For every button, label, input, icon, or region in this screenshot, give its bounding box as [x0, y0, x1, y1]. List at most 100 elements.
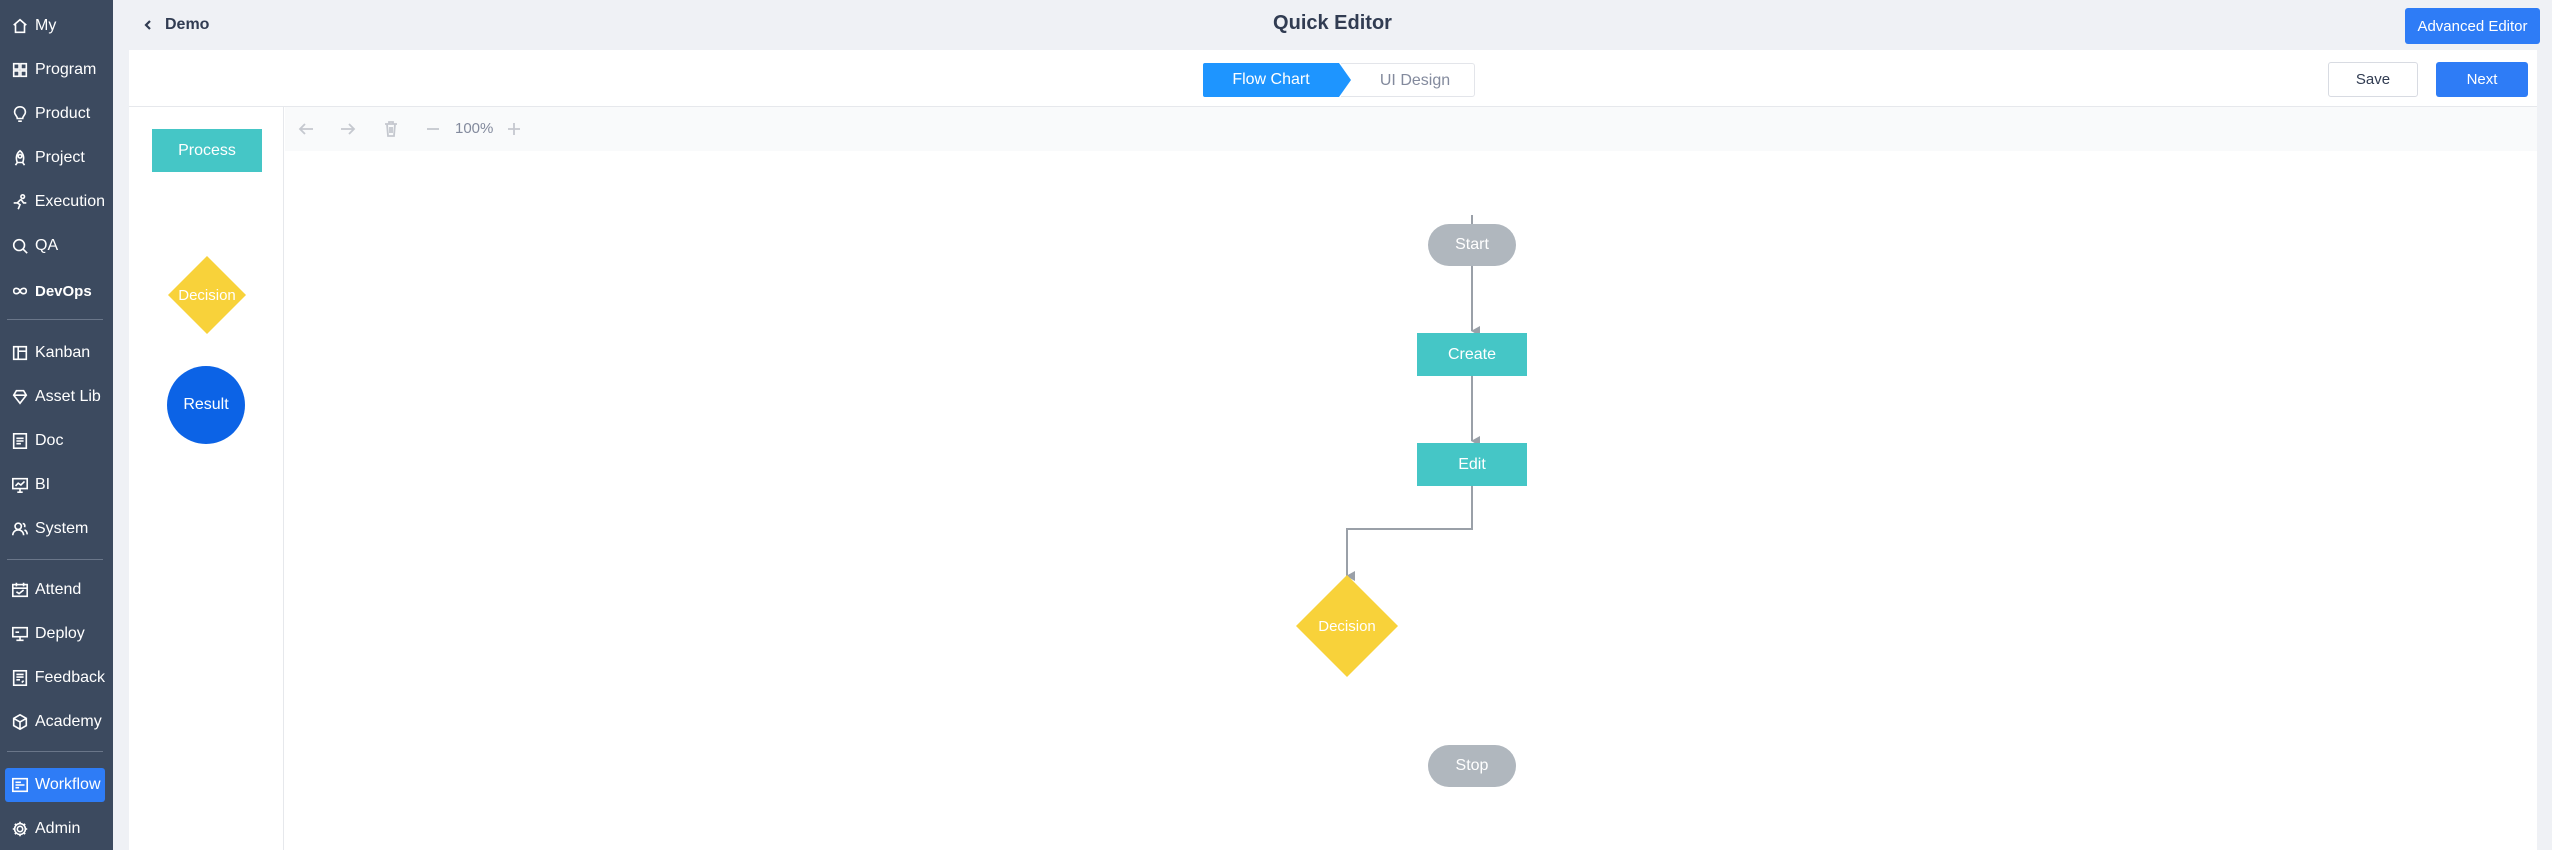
undo-button[interactable] — [295, 118, 317, 140]
sidebar-item-label: Feedback — [34, 669, 105, 686]
step-flow-chart[interactable]: Flow Chart — [1203, 63, 1353, 97]
monitor-icon — [10, 475, 30, 495]
top-header: Demo Quick Editor Advanced Editor — [113, 0, 2552, 50]
sidebar-item-feedback[interactable]: Feedback — [5, 661, 105, 695]
sidebar-item-label: DevOps — [35, 282, 92, 300]
page-title: Quick Editor — [1273, 12, 1392, 34]
plus-icon — [508, 123, 520, 135]
palette-process-shape[interactable]: Process — [152, 129, 262, 172]
sidebar: My Program Product Project Execution QA … — [0, 0, 113, 850]
sidebar-item-label: System — [35, 520, 89, 537]
zoom-in-button[interactable] — [503, 118, 525, 140]
advanced-editor-button[interactable]: Advanced Editor — [2405, 8, 2540, 44]
canvas-toolbar: 100% — [285, 107, 2537, 151]
sidebar-item-project[interactable]: Project — [5, 141, 105, 175]
step-arrow-shape — [1203, 63, 1351, 97]
save-button[interactable]: Save — [2328, 62, 2418, 97]
run-icon — [10, 192, 30, 212]
sidebar-item-kanban[interactable]: Kanban — [5, 336, 105, 370]
sidebar-item-my[interactable]: My — [5, 9, 105, 43]
sidebar-item-label: QA — [35, 237, 59, 254]
calendar-icon — [10, 580, 30, 600]
delete-button[interactable] — [380, 118, 402, 140]
sidebar-item-label: My — [35, 17, 57, 34]
search-icon — [10, 236, 30, 256]
minus-icon — [427, 128, 439, 130]
sidebar-item-label: Asset Lib — [35, 388, 101, 405]
breadcrumb[interactable]: Demo — [165, 16, 210, 33]
sidebar-item-label: Program — [35, 61, 97, 78]
arrow-left-icon — [298, 123, 313, 135]
palette-shape-label: Decision — [178, 286, 236, 304]
sidebar-item-label: Product — [35, 105, 91, 122]
steps-bar: Flow Chart UI Design Save Next — [129, 50, 2537, 107]
next-button[interactable]: Next — [2436, 62, 2528, 97]
sidebar-item-academy[interactable]: Academy — [5, 705, 105, 739]
trash-icon — [385, 121, 397, 137]
home-icon — [10, 16, 30, 36]
decision-diamond — [168, 256, 246, 334]
node-label: Edit — [1458, 455, 1486, 473]
arrow-right-icon — [341, 123, 356, 135]
sidebar-item-label: Kanban — [35, 344, 91, 361]
step-label: UI Design — [1379, 72, 1451, 89]
palette-result-shape[interactable]: Result — [167, 366, 245, 444]
palette-decision-shape[interactable]: Decision — [152, 256, 262, 334]
sidebar-item-label: Admin — [35, 820, 81, 837]
redo-button[interactable] — [337, 118, 359, 140]
sidebar-divider — [7, 319, 103, 320]
kanban-icon — [10, 343, 30, 363]
grid-icon — [10, 60, 30, 80]
connectors-layer — [1296, 215, 1480, 677]
back-button[interactable] — [138, 14, 158, 36]
sidebar-divider — [7, 559, 103, 560]
sidebar-item-label: Execution — [34, 193, 105, 210]
sidebar-item-attend[interactable]: Attend — [5, 573, 105, 607]
sidebar-item-workflow[interactable]: Workflow — [5, 768, 105, 802]
sidebar-item-doc[interactable]: Doc — [5, 424, 105, 458]
sidebar-item-devops[interactable]: DevOps — [5, 274, 105, 308]
zoom-out-button[interactable] — [422, 118, 444, 140]
zoom-level: 100% — [455, 120, 494, 137]
step-label: Flow Chart — [1232, 71, 1310, 88]
node-label: Stop — [1455, 757, 1489, 774]
sidebar-item-label: Deploy — [35, 625, 85, 642]
shape-palette: Process Decision Result — [129, 107, 284, 850]
sidebar-item-bi[interactable]: BI — [5, 468, 105, 502]
rocket-icon — [10, 148, 30, 168]
gear-icon — [10, 819, 30, 839]
sidebar-item-label: Academy — [35, 713, 102, 730]
step-ui-design[interactable]: UI Design — [1341, 63, 1475, 97]
sidebar-item-execution[interactable]: Execution — [5, 185, 105, 219]
connector-edit-decision — [1346, 485, 1473, 581]
sidebar-item-label: BI — [35, 476, 51, 493]
flow-node-start[interactable]: Start — [1428, 224, 1516, 266]
sidebar-item-label: Workflow — [35, 776, 101, 793]
sidebar-item-system[interactable]: System — [5, 512, 105, 546]
sidebar-item-asset-lib[interactable]: Asset Lib — [5, 380, 105, 414]
sidebar-item-label: Doc — [35, 432, 64, 449]
flow-node-decision[interactable]: Decision — [1296, 575, 1398, 677]
feedback-icon — [10, 668, 30, 688]
sidebar-item-program[interactable]: Program — [5, 53, 105, 87]
sidebar-item-label: Project — [35, 149, 85, 166]
flow-node-create[interactable]: Create — [1417, 333, 1527, 376]
node-label: Create — [1447, 345, 1497, 363]
flow-canvas[interactable]: Start Create Edit Decision Stop — [285, 151, 2537, 850]
infinity-icon — [10, 281, 30, 301]
flow-node-stop[interactable]: Stop — [1428, 745, 1516, 787]
sidebar-item-deploy[interactable]: Deploy — [5, 617, 105, 651]
sidebar-item-product[interactable]: Product — [5, 97, 105, 131]
flow-node-edit[interactable]: Edit — [1417, 443, 1527, 486]
editor-panel: Flow Chart UI Design Save Next Process D… — [129, 50, 2537, 850]
sidebar-item-qa[interactable]: QA — [5, 229, 105, 263]
lightbulb-icon — [10, 104, 30, 124]
decision-node-shape — [1296, 575, 1398, 677]
sidebar-item-admin[interactable]: Admin — [5, 812, 105, 846]
server-icon — [10, 624, 30, 644]
node-label: Start — [1455, 236, 1489, 253]
chevron-left-icon — [144, 20, 151, 30]
users-icon — [10, 519, 30, 539]
doc-icon — [10, 431, 30, 451]
diamond-icon — [10, 387, 30, 407]
